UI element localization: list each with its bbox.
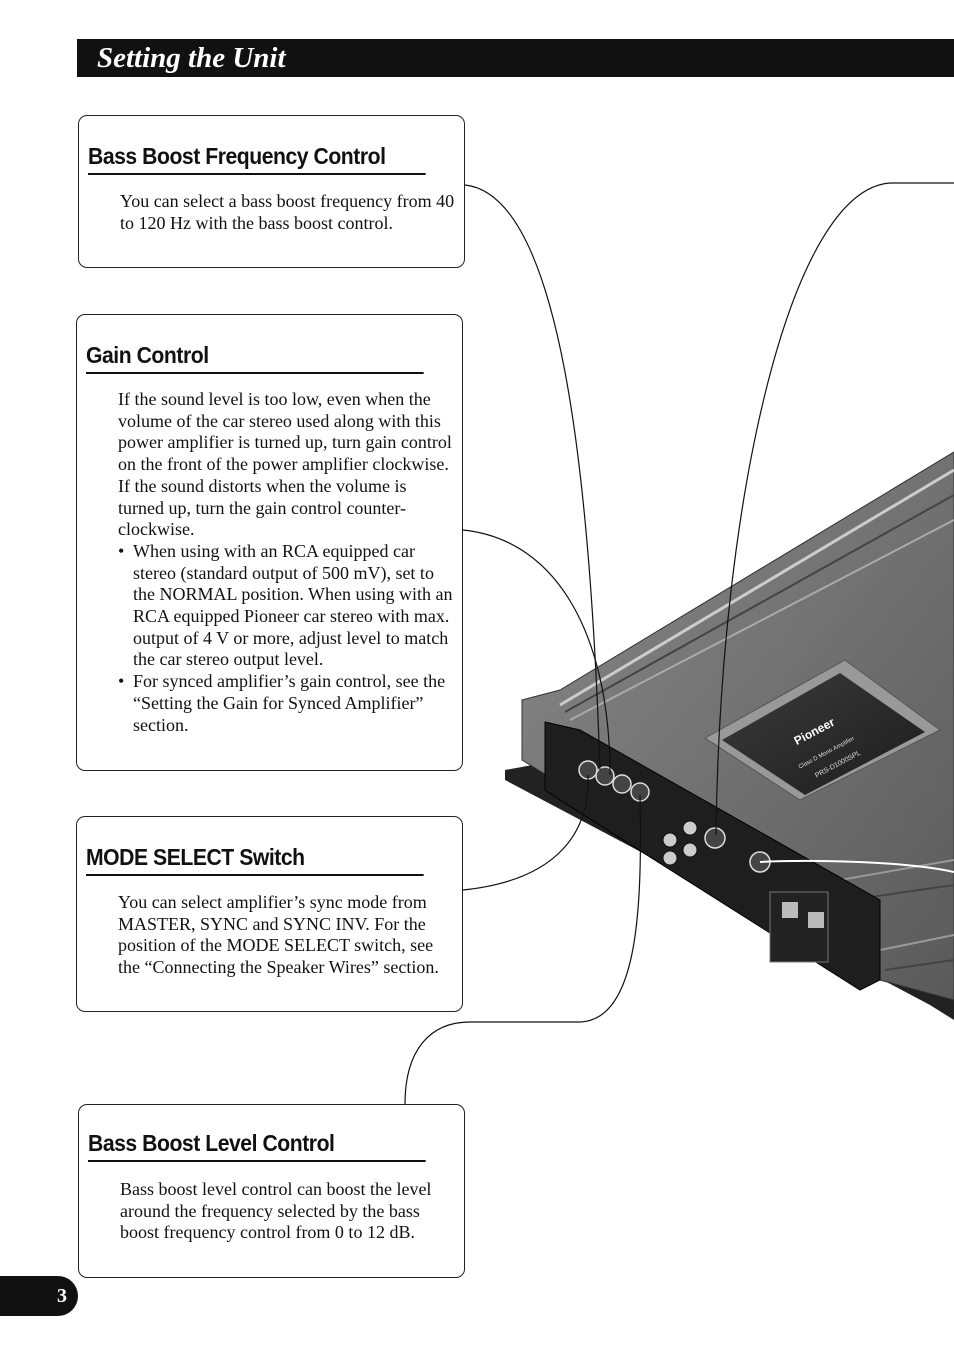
section-heading: MODE SELECT Switch [86,844,424,876]
bass-boost-level-section: Bass Boost Level Control Bass boost leve… [78,1104,465,1278]
section-text: If the sound level is too low, even when… [118,389,452,540]
list-item: When using with an RCA equipped car ster… [118,541,454,671]
section-heading: Gain Control [86,342,424,374]
rca-input-jack [662,832,678,848]
page-title: Setting the Unit [97,42,286,74]
mode-select-knob [612,774,632,794]
filter-knob [704,827,726,849]
mode-select-section: MODE SELECT Switch You can select amplif… [76,816,463,1012]
gain-knob [595,766,615,786]
rca-output-jack [662,850,678,866]
leader-line-bass-boost-frequency [464,184,601,771]
rca-input-jack [682,820,698,836]
leader-line-bass-boost-level [404,794,642,1105]
section-text: Bass boost level control can boost the l… [120,1179,432,1243]
leader-line-right-lower [759,860,954,873]
leader-line-right-upper [715,182,954,836]
section-heading: Bass Boost Frequency Control [88,143,426,175]
header-bar: Setting the Unit [77,39,954,77]
page-number-tab: 3 [0,1276,78,1316]
section-text: You can select a bass boost frequency fr… [120,191,455,233]
page-number: 3 [57,1285,67,1307]
bullet-list: When using with an RCA equipped car ster… [118,541,454,736]
leader-line-mode-select [462,774,589,891]
list-item: For synced amplifier’s gain control, see… [118,671,454,736]
section-text: You can select amplifier’s sync mode fro… [118,892,439,978]
section-heading: Bass Boost Level Control [88,1130,426,1162]
rca-output-jack [682,842,698,858]
bass-boost-frequency-section: Bass Boost Frequency Control You can sel… [78,115,465,268]
gain-control-section: Gain Control If the sound level is too l… [76,314,463,771]
leader-line-gain [462,529,611,776]
